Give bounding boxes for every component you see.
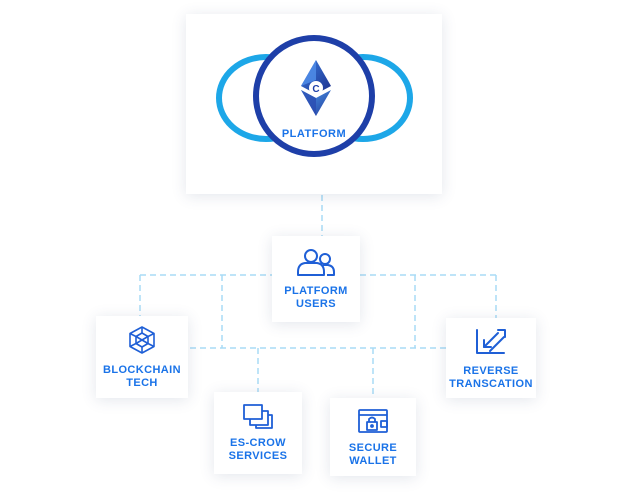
reverse-arrows-icon: [474, 326, 508, 356]
reverse-transcation-card: REVERSE TRANSCATION: [446, 318, 536, 398]
reverse-transcation-line2: TRANSCATION: [449, 377, 533, 390]
platform-users-line2: USERS: [296, 298, 336, 310]
secure-wallet-line1: SECURE: [348, 441, 398, 454]
users-icon: [296, 247, 336, 277]
escrow-services-label: ES-CROW SERVICES: [229, 437, 288, 463]
reverse-transcation-line1: REVERSE: [463, 364, 519, 377]
platform-users-label: PLATFORM USERS: [284, 285, 348, 311]
escrow-services-line1: ES-CROW: [230, 437, 286, 449]
blockchain-tech-card: BLOCKCHAIN TECH: [96, 316, 188, 398]
platform-label: PLATFORM: [282, 128, 346, 140]
hexagon-network-icon: [127, 325, 157, 355]
escrow-services-card: ES-CROW SERVICES: [214, 392, 302, 474]
secure-wallet-label: SECURE WALLET: [349, 442, 397, 468]
platform-users-line1: PLATFORM: [284, 285, 348, 297]
locked-wallet-icon: [357, 407, 389, 435]
center-ring: [253, 35, 375, 157]
blockchain-tech-line1: BLOCKCHAIN: [103, 363, 181, 376]
platform-logo-letter: C: [312, 84, 319, 95]
platform-logo-icon: C: [301, 60, 331, 116]
reverse-transcation-label: REVERSE TRANSCATION: [449, 365, 533, 391]
escrow-services-line2: SERVICES: [228, 450, 288, 462]
platform-users-card: PLATFORM USERS: [272, 236, 360, 322]
platform-rings: C PLATFORM: [216, 35, 413, 157]
blockchain-tech-line2: TECH: [126, 376, 158, 389]
secure-wallet-line2: WALLET: [349, 454, 397, 467]
platform-card: C PLATFORM: [186, 14, 442, 194]
secure-wallet-card: SECURE WALLET: [330, 398, 416, 476]
stacked-windows-icon: [242, 403, 274, 429]
blockchain-tech-label: BLOCKCHAIN TECH: [103, 364, 181, 390]
